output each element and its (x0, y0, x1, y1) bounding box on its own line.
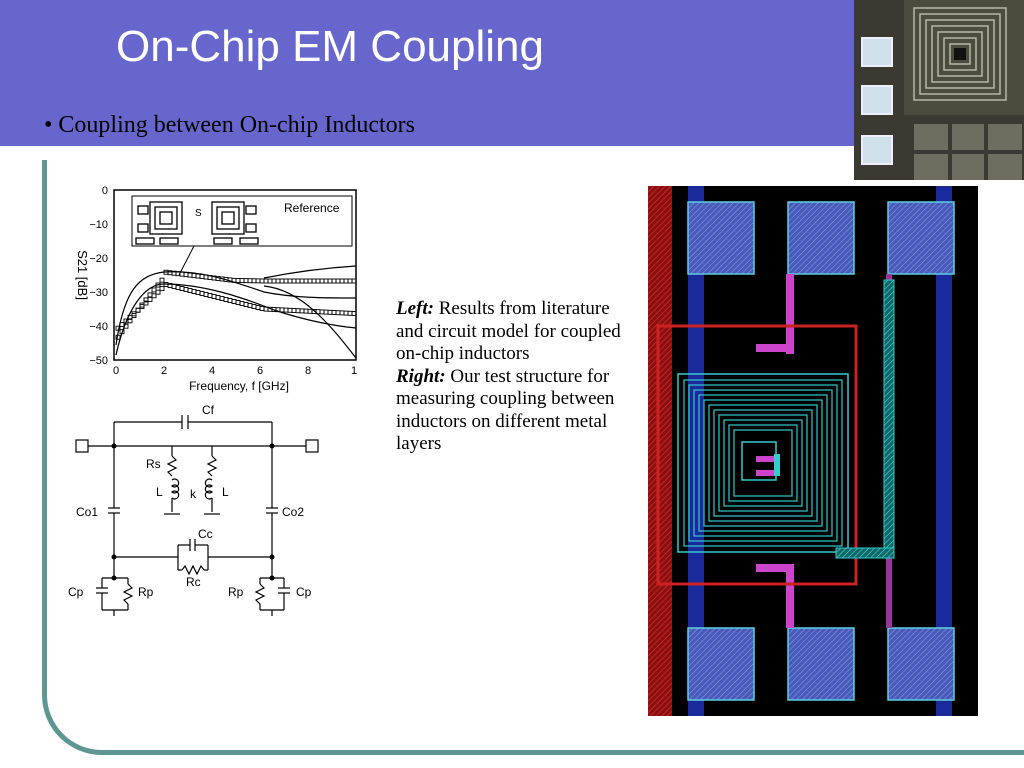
reference-label: Reference (284, 201, 340, 215)
label-co1: Co1 (76, 505, 98, 519)
right-text: Our test structure for measuring couplin… (396, 365, 615, 455)
chip-photo (854, 0, 1024, 180)
content-frame (42, 160, 1024, 755)
label-cc: Cc (198, 527, 213, 541)
curve-model-3 (263, 265, 357, 279)
label-rp-right: Rp (228, 585, 244, 599)
s21-plot: 0 −10 −20 −30 −40 −50 0 2 4 6 8 1 Freque… (75, 185, 357, 393)
curve-measured-2 (115, 282, 357, 331)
y-tick: −40 (89, 321, 108, 333)
label-l-left: L (156, 485, 163, 499)
label-l-right: L (222, 485, 229, 499)
y-tick: −10 (89, 219, 108, 231)
title-bar (0, 0, 1024, 148)
right-label: Right: (396, 365, 446, 387)
label-rs: Rs (146, 457, 161, 471)
slide-title: On-Chip EM Coupling (116, 22, 544, 71)
header-divider (0, 146, 860, 149)
x-tick: 8 (305, 365, 311, 377)
curve-model-4 (263, 285, 357, 359)
x-tick: 0 (113, 365, 119, 377)
curve-model-2 (115, 283, 357, 356)
test-structure-layout (648, 186, 978, 716)
label-k: k (190, 487, 197, 501)
y-tick: −20 (89, 253, 108, 265)
label-rp-left: Rp (138, 585, 154, 599)
x-tick: 6 (257, 365, 263, 377)
label-cp-left: Cp (68, 585, 84, 599)
label-cf: Cf (202, 403, 215, 417)
y-tick: 0 (102, 185, 108, 197)
left-label: Left: (396, 298, 434, 319)
label-rc: Rc (186, 575, 201, 589)
x-axis-label: Frequency, f [GHz] (189, 379, 289, 393)
x-tick: 4 (209, 365, 215, 377)
y-axis-label: S21 [dB] (75, 250, 90, 300)
y-tick: −30 (89, 287, 108, 299)
label-cp-right: Cp (296, 585, 312, 599)
slide-bullet: • Coupling between On-chip Inductors (44, 112, 415, 138)
spacing-label: S (195, 208, 202, 219)
figure-description: Left: Results from literature and circui… (396, 298, 628, 456)
curve-measured-1 (115, 269, 357, 340)
x-tick: 1 (351, 365, 357, 377)
left-text: Results from literature and circuit mode… (396, 298, 621, 364)
circuit-diagram: Cf Rs L k L Co1 Co2 Cc Rc Cp Rp Rp Cp (68, 403, 319, 616)
x-tick: 2 (161, 365, 167, 377)
y-tick: −50 (89, 355, 108, 367)
label-co2: Co2 (282, 505, 304, 519)
